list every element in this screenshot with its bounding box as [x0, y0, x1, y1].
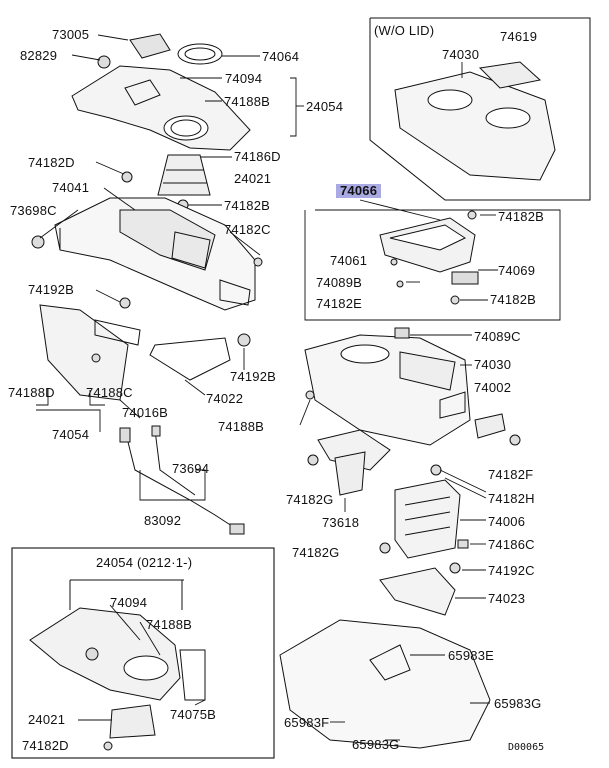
main-console — [31, 197, 263, 311]
leaders-main-console — [39, 187, 261, 303]
label-74030-a: 74030 — [442, 47, 480, 62]
label-74182d: 74182D — [28, 155, 75, 170]
label-74041: 74041 — [52, 180, 90, 195]
label-65983g-b: 65983G — [352, 737, 400, 752]
label-73698c: 73698C — [10, 203, 57, 218]
label-73005: 73005 — [52, 27, 90, 42]
label-74192c: 74192C — [488, 563, 535, 578]
shift-boot — [121, 154, 211, 211]
label-74016b: 74016B — [122, 405, 169, 420]
label-65983e: 65983E — [448, 648, 495, 663]
label-74023: 74023 — [488, 591, 526, 606]
label-65983f: 65983F — [284, 715, 330, 730]
label-74182f: 74182F — [488, 467, 534, 482]
cup-holder — [307, 429, 487, 616]
label-74061: 74061 — [330, 253, 368, 268]
label-74066: 74066 — [336, 184, 382, 198]
label-73694: 73694 — [172, 461, 210, 476]
label-74186c: 74186C — [488, 537, 535, 552]
label-74006: 74006 — [488, 514, 526, 529]
label-wo-lid: (W/O LID) — [374, 23, 435, 38]
label-74619: 74619 — [500, 29, 538, 44]
label-74182g: 74182G — [286, 492, 334, 507]
label-74089c: 74089C — [474, 329, 521, 344]
label-74182g-b: 74182G — [292, 545, 340, 560]
label-inset-74182d: 74182D — [22, 738, 69, 753]
label-74054: 74054 — [52, 427, 90, 442]
label-74188c: 74188C — [86, 385, 133, 400]
label-74188b-a: 74188B — [224, 94, 271, 109]
rear-console — [299, 327, 521, 446]
label-74069: 74069 — [498, 263, 536, 278]
label-24021: 24021 — [234, 171, 272, 186]
label-inset-24021: 24021 — [28, 712, 66, 727]
diagram-code: D00065 — [508, 742, 545, 753]
label-74182e: 74182E — [316, 296, 363, 311]
label-74188b-b: 74188B — [218, 419, 265, 434]
label-74030-b: 74030 — [474, 357, 512, 372]
label-74192b-a: 74192B — [28, 282, 75, 297]
label-74182b-a: 74182B — [224, 198, 271, 213]
label-65983g: 65983G — [494, 696, 542, 711]
label-inset-74094: 74094 — [110, 595, 148, 610]
label-74002: 74002 — [474, 380, 512, 395]
label-74064: 74064 — [262, 49, 300, 64]
upper-console-panel — [71, 33, 251, 151]
inset-frame — [11, 547, 275, 759]
label-82829: 82829 — [20, 48, 58, 63]
label-74186d: 74186D — [234, 149, 281, 164]
wo-lid-frame — [369, 17, 591, 201]
label-24054: 24054 — [306, 99, 344, 114]
label-74094-a: 74094 — [225, 71, 263, 86]
label-74182b-c: 74182B — [490, 292, 537, 307]
label-73618: 73618 — [322, 515, 360, 530]
label-74192b-b: 74192B — [230, 369, 277, 384]
floor-trim — [279, 619, 491, 749]
label-83092: 83092 — [144, 513, 182, 528]
label-74182h: 74182H — [488, 491, 535, 506]
label-inset-title: 24054 (0212·1-) — [96, 555, 193, 570]
label-inset-74075b: 74075B — [170, 707, 217, 722]
label-74182b-b: 74182B — [498, 209, 545, 224]
leaders-side-panel — [36, 348, 245, 432]
label-74188d: 74188D — [8, 385, 55, 400]
label-74182c: 74182C — [224, 222, 271, 237]
side-panel — [39, 297, 251, 401]
label-74022: 74022 — [206, 391, 244, 406]
label-74089b: 74089B — [316, 275, 363, 290]
lid-assembly — [304, 199, 561, 321]
label-inset-74188b: 74188B — [146, 617, 193, 632]
leaders-top-left — [71, 34, 304, 176]
wire-harness — [119, 425, 245, 535]
